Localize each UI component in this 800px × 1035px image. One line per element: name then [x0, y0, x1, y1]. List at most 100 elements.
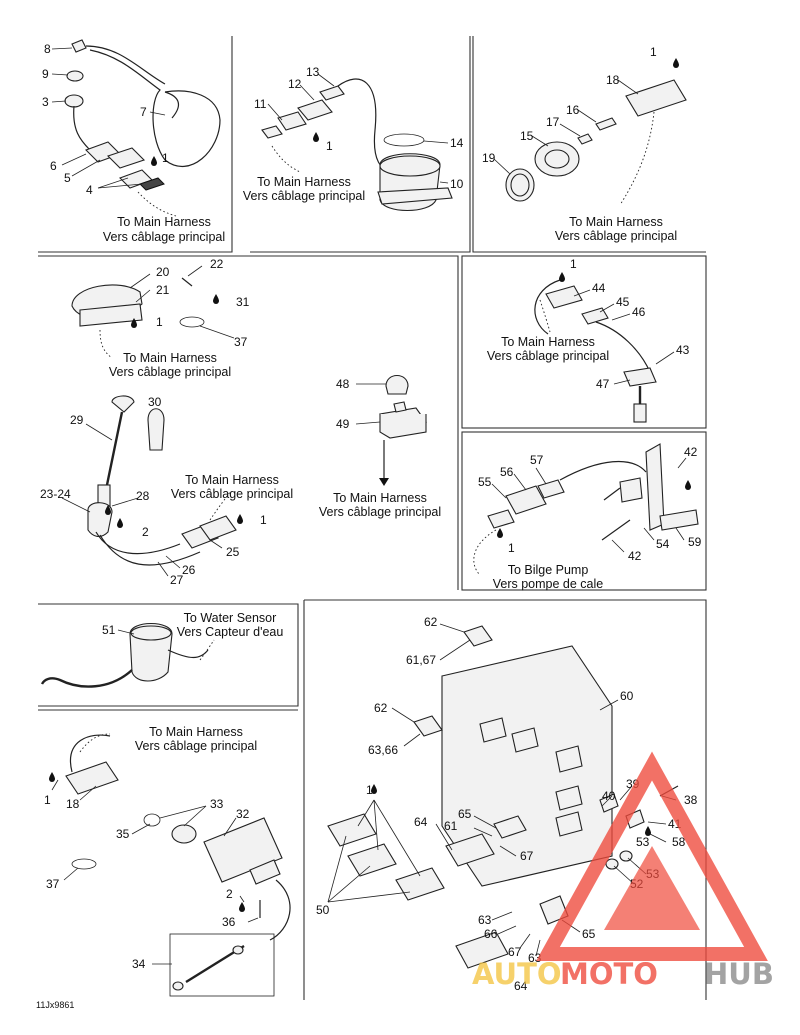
panel-8-leaders: [117, 629, 135, 635]
callout-27: 27: [170, 573, 184, 587]
panel-4-components: [71, 277, 243, 566]
caption-vers-pompe-de-cale: Vers pompe de cale: [493, 577, 604, 591]
panel-10-components: [327, 625, 679, 969]
callout-33: 33: [210, 797, 224, 811]
callout-7: 7: [140, 105, 147, 119]
panel-4-leaders: [61, 265, 235, 577]
callout-1: 1: [326, 139, 333, 153]
caption-to-main-harness: To Main Harness: [185, 473, 279, 487]
callout-6: 6: [50, 159, 57, 173]
panel-7-components: [473, 443, 699, 576]
callout-45: 45: [616, 295, 630, 309]
callout-10: 10: [450, 177, 464, 191]
callout-38: 38: [684, 793, 698, 807]
callout-4: 4: [86, 183, 93, 197]
callout-67: 67: [508, 945, 522, 959]
callout-57: 57: [530, 453, 544, 467]
callout-17: 17: [546, 115, 560, 129]
panel-9-leaders: [51, 779, 259, 965]
callout-37: 37: [234, 335, 248, 349]
caption-vers-cablage-principal: Vers câblage principal: [243, 189, 365, 203]
callout-53: 53: [636, 835, 650, 849]
callout-54: 54: [656, 537, 670, 551]
callout-19: 19: [482, 151, 496, 165]
panel-2-leaders: [267, 73, 449, 184]
callout-63: 63: [478, 913, 492, 927]
callout-23-24: 23-24: [40, 487, 71, 501]
callout-64: 64: [514, 979, 528, 993]
caption-to-main-harness: To Main Harness: [123, 351, 217, 365]
caption-to-bilge-pump: To Bilge Pump: [508, 563, 589, 577]
callout-32: 32: [236, 807, 250, 821]
panel-9-components: [49, 733, 291, 997]
panel-5-components: [379, 374, 427, 486]
watermark-auto: AUTO: [472, 957, 562, 991]
callout-22: 22: [210, 257, 224, 271]
harness-captions: To Main Harness Vers câblage principal T…: [103, 175, 677, 753]
caption-vers-cablage-principal: Vers câblage principal: [171, 487, 293, 501]
caption-vers-cablage-principal: Vers câblage principal: [555, 229, 677, 243]
callout-16: 16: [566, 103, 580, 117]
caption-to-main-harness: To Main Harness: [569, 215, 663, 229]
callout-63: 63: [528, 951, 542, 965]
callout-64: 64: [414, 815, 428, 829]
panel-1-components: [64, 39, 221, 217]
panel-2-components: [261, 78, 453, 211]
callout-55: 55: [478, 475, 492, 489]
callout-40: 40: [602, 789, 616, 803]
panel-6-components: [534, 272, 657, 423]
panel-3-components: [505, 58, 687, 206]
callout-28: 28: [136, 489, 150, 503]
callout-60: 60: [620, 689, 634, 703]
callout-2: 2: [142, 525, 149, 539]
callout-21: 21: [156, 283, 170, 297]
panel-frames: [38, 36, 707, 1000]
callout-1: 1: [260, 513, 267, 527]
callout-30: 30: [148, 395, 162, 409]
callout-1: 1: [162, 151, 169, 165]
callout-1: 1: [570, 257, 577, 271]
caption-to-water-sensor: To Water Sensor: [184, 611, 277, 625]
callout-44: 44: [592, 281, 606, 295]
callout-18: 18: [606, 73, 620, 87]
callout-56: 56: [500, 465, 514, 479]
callout-58: 58: [672, 835, 686, 849]
callout-26: 26: [182, 563, 196, 577]
callout-18: 18: [66, 797, 80, 811]
callout-1: 1: [366, 783, 373, 797]
callout-42: 42: [628, 549, 642, 563]
callout-65: 65: [582, 927, 596, 941]
callout-43: 43: [676, 343, 690, 357]
callout-47: 47: [596, 377, 610, 391]
callout-20: 20: [156, 265, 170, 279]
callout-49: 49: [336, 417, 350, 431]
callout-3: 3: [42, 95, 49, 109]
caption-vers-cablage-principal: Vers câblage principal: [319, 505, 441, 519]
callout-8: 8: [44, 42, 51, 56]
caption-vers-cablage-principal: Vers câblage principal: [135, 739, 257, 753]
callout-37: 37: [46, 877, 60, 891]
callout-59: 59: [688, 535, 702, 549]
watermark-hub: HUB: [704, 957, 774, 991]
callout-31: 31: [236, 295, 250, 309]
watermark-triangle: [536, 751, 768, 961]
callout-42: 42: [684, 445, 698, 459]
caption-vers-cablage-principal: Vers câblage principal: [103, 230, 225, 244]
callout-67: 67: [520, 849, 534, 863]
callout-2: 2: [226, 887, 233, 901]
callout-61: 61: [444, 819, 458, 833]
callout-14: 14: [450, 136, 464, 150]
callout-66: 66: [484, 927, 498, 941]
panel-6-leaders: [573, 289, 675, 385]
callout-11: 11: [254, 97, 267, 111]
caption-vers-capteur-deau: Vers Capteur d'eau: [177, 625, 284, 639]
callout-34: 34: [132, 957, 146, 971]
watermark-logo: AUTO MOTO HUB: [472, 751, 774, 991]
caption-to-main-harness: To Main Harness: [501, 335, 595, 349]
callout-50: 50: [316, 903, 330, 917]
panel-3-leaders: [493, 79, 639, 175]
callout-15: 15: [520, 129, 534, 143]
callout-29: 29: [70, 413, 84, 427]
callout-1: 1: [650, 45, 657, 59]
